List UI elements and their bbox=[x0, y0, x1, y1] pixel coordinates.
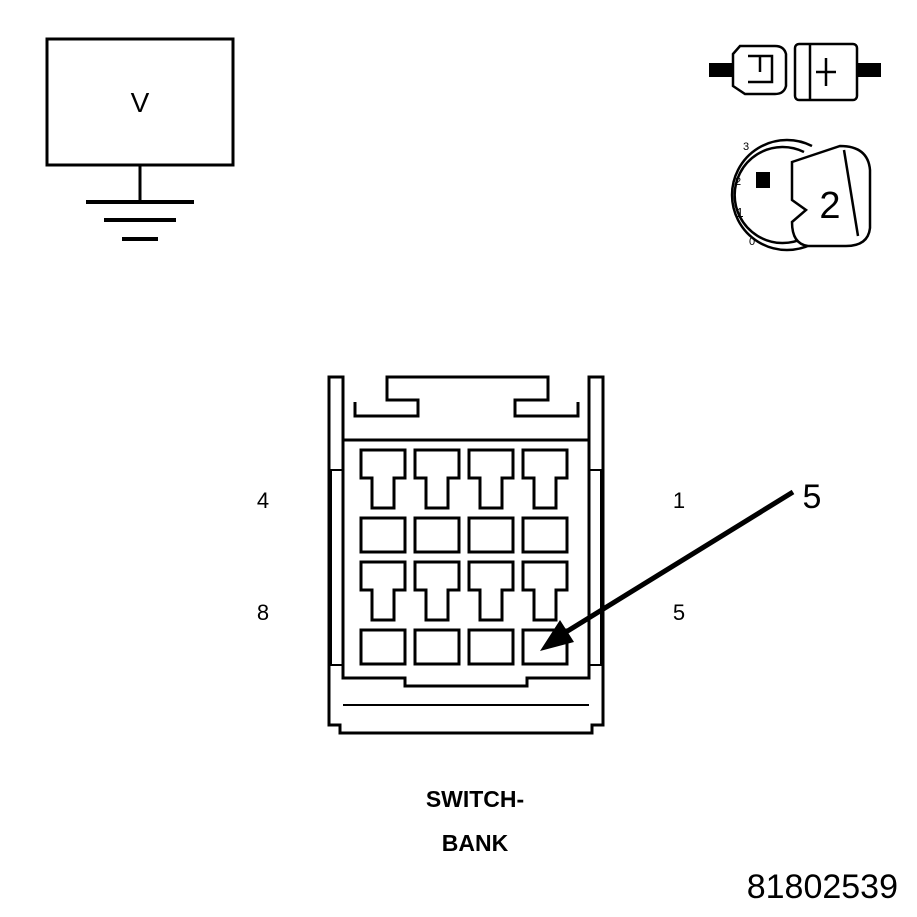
pin-label-4: 4 bbox=[257, 488, 269, 513]
ignition-position-1: 1 bbox=[736, 205, 743, 220]
ground-icon bbox=[86, 165, 194, 241]
ignition-switch-icon: 3 2 1 0 2 bbox=[730, 138, 872, 252]
switch-bank-connector bbox=[327, 375, 605, 735]
cavity-row-3 bbox=[359, 560, 569, 622]
connector-name-line-2: BANK bbox=[442, 830, 509, 856]
voltmeter-icon: V bbox=[45, 37, 235, 241]
ignition-position-0: 0 bbox=[749, 236, 755, 248]
connector-outer-shell bbox=[327, 375, 605, 735]
cavity-pin-5 bbox=[521, 628, 569, 666]
pin-label-1: 1 bbox=[673, 488, 685, 513]
voltmeter-box bbox=[45, 37, 235, 167]
callout-arrow bbox=[540, 489, 795, 651]
pin-label-8: 8 bbox=[257, 600, 269, 625]
figure-id: 81802539 bbox=[747, 868, 898, 906]
connector-name-line-1: SWITCH- bbox=[426, 786, 524, 812]
callout-number: 5 bbox=[803, 478, 822, 516]
ignition-key-position: 2 bbox=[819, 185, 840, 227]
connector-inner-frame bbox=[341, 402, 591, 688]
cavity-row-1 bbox=[359, 448, 569, 510]
disconnect-connector-icon bbox=[709, 42, 881, 102]
voltmeter-symbol: V bbox=[131, 87, 150, 118]
ignition-position-2: 2 bbox=[735, 176, 741, 188]
pin-label-5: 5 bbox=[673, 600, 685, 625]
connector-top-tabs bbox=[353, 375, 580, 418]
cavity-row-4 bbox=[359, 628, 569, 666]
ignition-position-3: 3 bbox=[743, 141, 749, 153]
cavity-row-2 bbox=[359, 516, 569, 554]
